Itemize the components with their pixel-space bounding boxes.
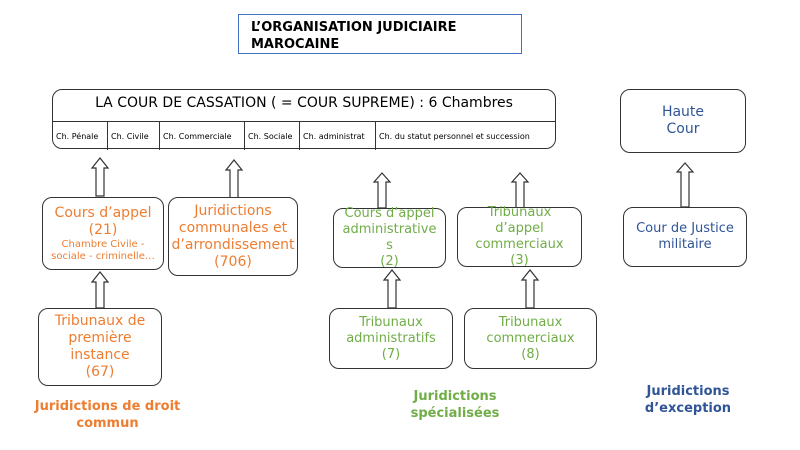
arrow-up-icon <box>90 271 110 309</box>
tribunaux-admin-line-2: administratifs <box>346 330 436 346</box>
cours-appel-line-3: Chambre Civile - <box>61 238 145 250</box>
chamber-administrative: Ch. administrat <box>300 122 376 150</box>
title-line-2: MAROCAINE <box>251 37 340 52</box>
tribunaux-commerciaux-box: Tribunaux commerciaux (8) <box>464 308 597 369</box>
tpi-line-1: Tribunaux de <box>54 313 146 329</box>
caption-droit-commun-line-1: Juridictions de droit <box>34 399 181 414</box>
caption-droit-commun-line-2: commun <box>76 416 139 431</box>
juridictions-communales-line-3: d’arrondissement <box>171 236 295 253</box>
haute-cour-box: Haute Cour <box>620 89 746 153</box>
tpi-line-3: instance <box>70 347 130 363</box>
tribunaux-administratifs-box: Tribunaux administratifs (7) <box>329 308 453 369</box>
tribunaux-appel-comm-line-3: commerciaux <box>475 237 564 252</box>
caption-specialisees-line-2: spécialisées <box>410 406 500 421</box>
chamber-sociale: Ch. Sociale <box>245 122 300 150</box>
cours-appel-administratives-box: Cours d’appel administrative s (2) <box>333 206 446 269</box>
chamber-commerciale: Ch. Commerciale <box>160 122 245 150</box>
chamber-civile: Ch. Civile <box>108 122 160 150</box>
juridictions-communales-line-1: Juridictions <box>194 202 272 219</box>
cour-justice-militaire-line-2: militaire <box>658 237 712 252</box>
tribunaux-comm-line-3: (8) <box>521 346 540 362</box>
haute-cour-line-1: Haute <box>661 104 705 120</box>
juridictions-communales-box: Juridictions communales et d’arrondissem… <box>168 197 298 276</box>
cours-appel-line-2: (21) <box>88 221 118 238</box>
caption-specialisees-line-1: Juridictions <box>413 389 497 404</box>
arrow-up-icon <box>520 269 540 309</box>
tribunaux-premiere-instance-box: Tribunaux de première instance (67) <box>38 308 162 386</box>
caption-droit-commun: Juridictions de droit commun <box>20 398 195 432</box>
arrow-up-icon <box>382 269 402 309</box>
caption-exception: Juridictions d’exception <box>638 383 738 417</box>
juridictions-communales-line-4: (706) <box>214 253 252 270</box>
arrow-up-icon <box>372 172 392 209</box>
tribunaux-appel-commerciaux-box: Tribunaux d’appel commerciaux (3) <box>457 205 582 268</box>
caption-specialisees: Juridictions spécialisées <box>395 388 515 422</box>
title-line-1: L’ORGANISATION JUDICIAIRE <box>251 20 457 35</box>
cour-de-cassation-title: LA COUR DE CASSATION ( = COUR SUPREME) :… <box>95 95 513 111</box>
cour-justice-militaire-box: Cour de Justice militaire <box>623 207 747 267</box>
page-title: L’ORGANISATION JUDICIAIRE MAROCAINE <box>238 14 522 54</box>
cours-appel-admin-line-4: (2) <box>380 254 399 269</box>
tribunaux-appel-comm-line-4: (3) <box>510 253 529 268</box>
cours-appel-line-4: sociale - criminelle… <box>51 250 155 262</box>
tribunaux-appel-comm-line-2: d’appel <box>495 221 544 236</box>
chambers-row: Ch. Pénale Ch. Civile Ch. Commerciale Ch… <box>53 121 555 150</box>
tribunaux-admin-line-3: (7) <box>381 346 401 362</box>
caption-exception-line-2: d’exception <box>644 401 732 416</box>
cours-appel-admin-line-1: Cours d’appel <box>344 206 435 221</box>
arrow-up-icon <box>224 159 244 199</box>
caption-exception-line-1: Juridictions <box>646 384 730 399</box>
chamber-statut-personnel: Ch. du statut personnel et succession <box>379 131 530 141</box>
cour-de-cassation-box: LA COUR DE CASSATION ( = COUR SUPREME) :… <box>52 89 556 150</box>
cours-appel-admin-line-2: administrative <box>342 222 437 237</box>
chamber-penale: Ch. Pénale <box>53 122 108 150</box>
arrow-up-icon <box>90 157 110 197</box>
cours-appel-line-1: Cours d’appel <box>54 204 152 221</box>
cours-appel-admin-line-3: s <box>386 238 393 253</box>
arrow-up-icon <box>675 162 695 208</box>
tpi-line-4: (67) <box>85 364 115 380</box>
tribunaux-comm-line-1: Tribunaux <box>498 314 563 330</box>
haute-cour-line-2: Cour <box>666 121 700 137</box>
arrow-up-icon <box>510 172 530 209</box>
tribunaux-comm-line-2: commerciaux <box>486 330 575 346</box>
cours-appel-box: Cours d’appel (21) Chambre Civile - soci… <box>42 197 164 270</box>
cour-justice-militaire-line-1: Cour de Justice <box>636 221 734 236</box>
tribunaux-admin-line-1: Tribunaux <box>359 314 423 330</box>
tribunaux-appel-comm-line-1: Tribunaux <box>487 205 552 220</box>
juridictions-communales-line-2: communales et <box>178 219 288 236</box>
tpi-line-2: première <box>68 330 132 346</box>
